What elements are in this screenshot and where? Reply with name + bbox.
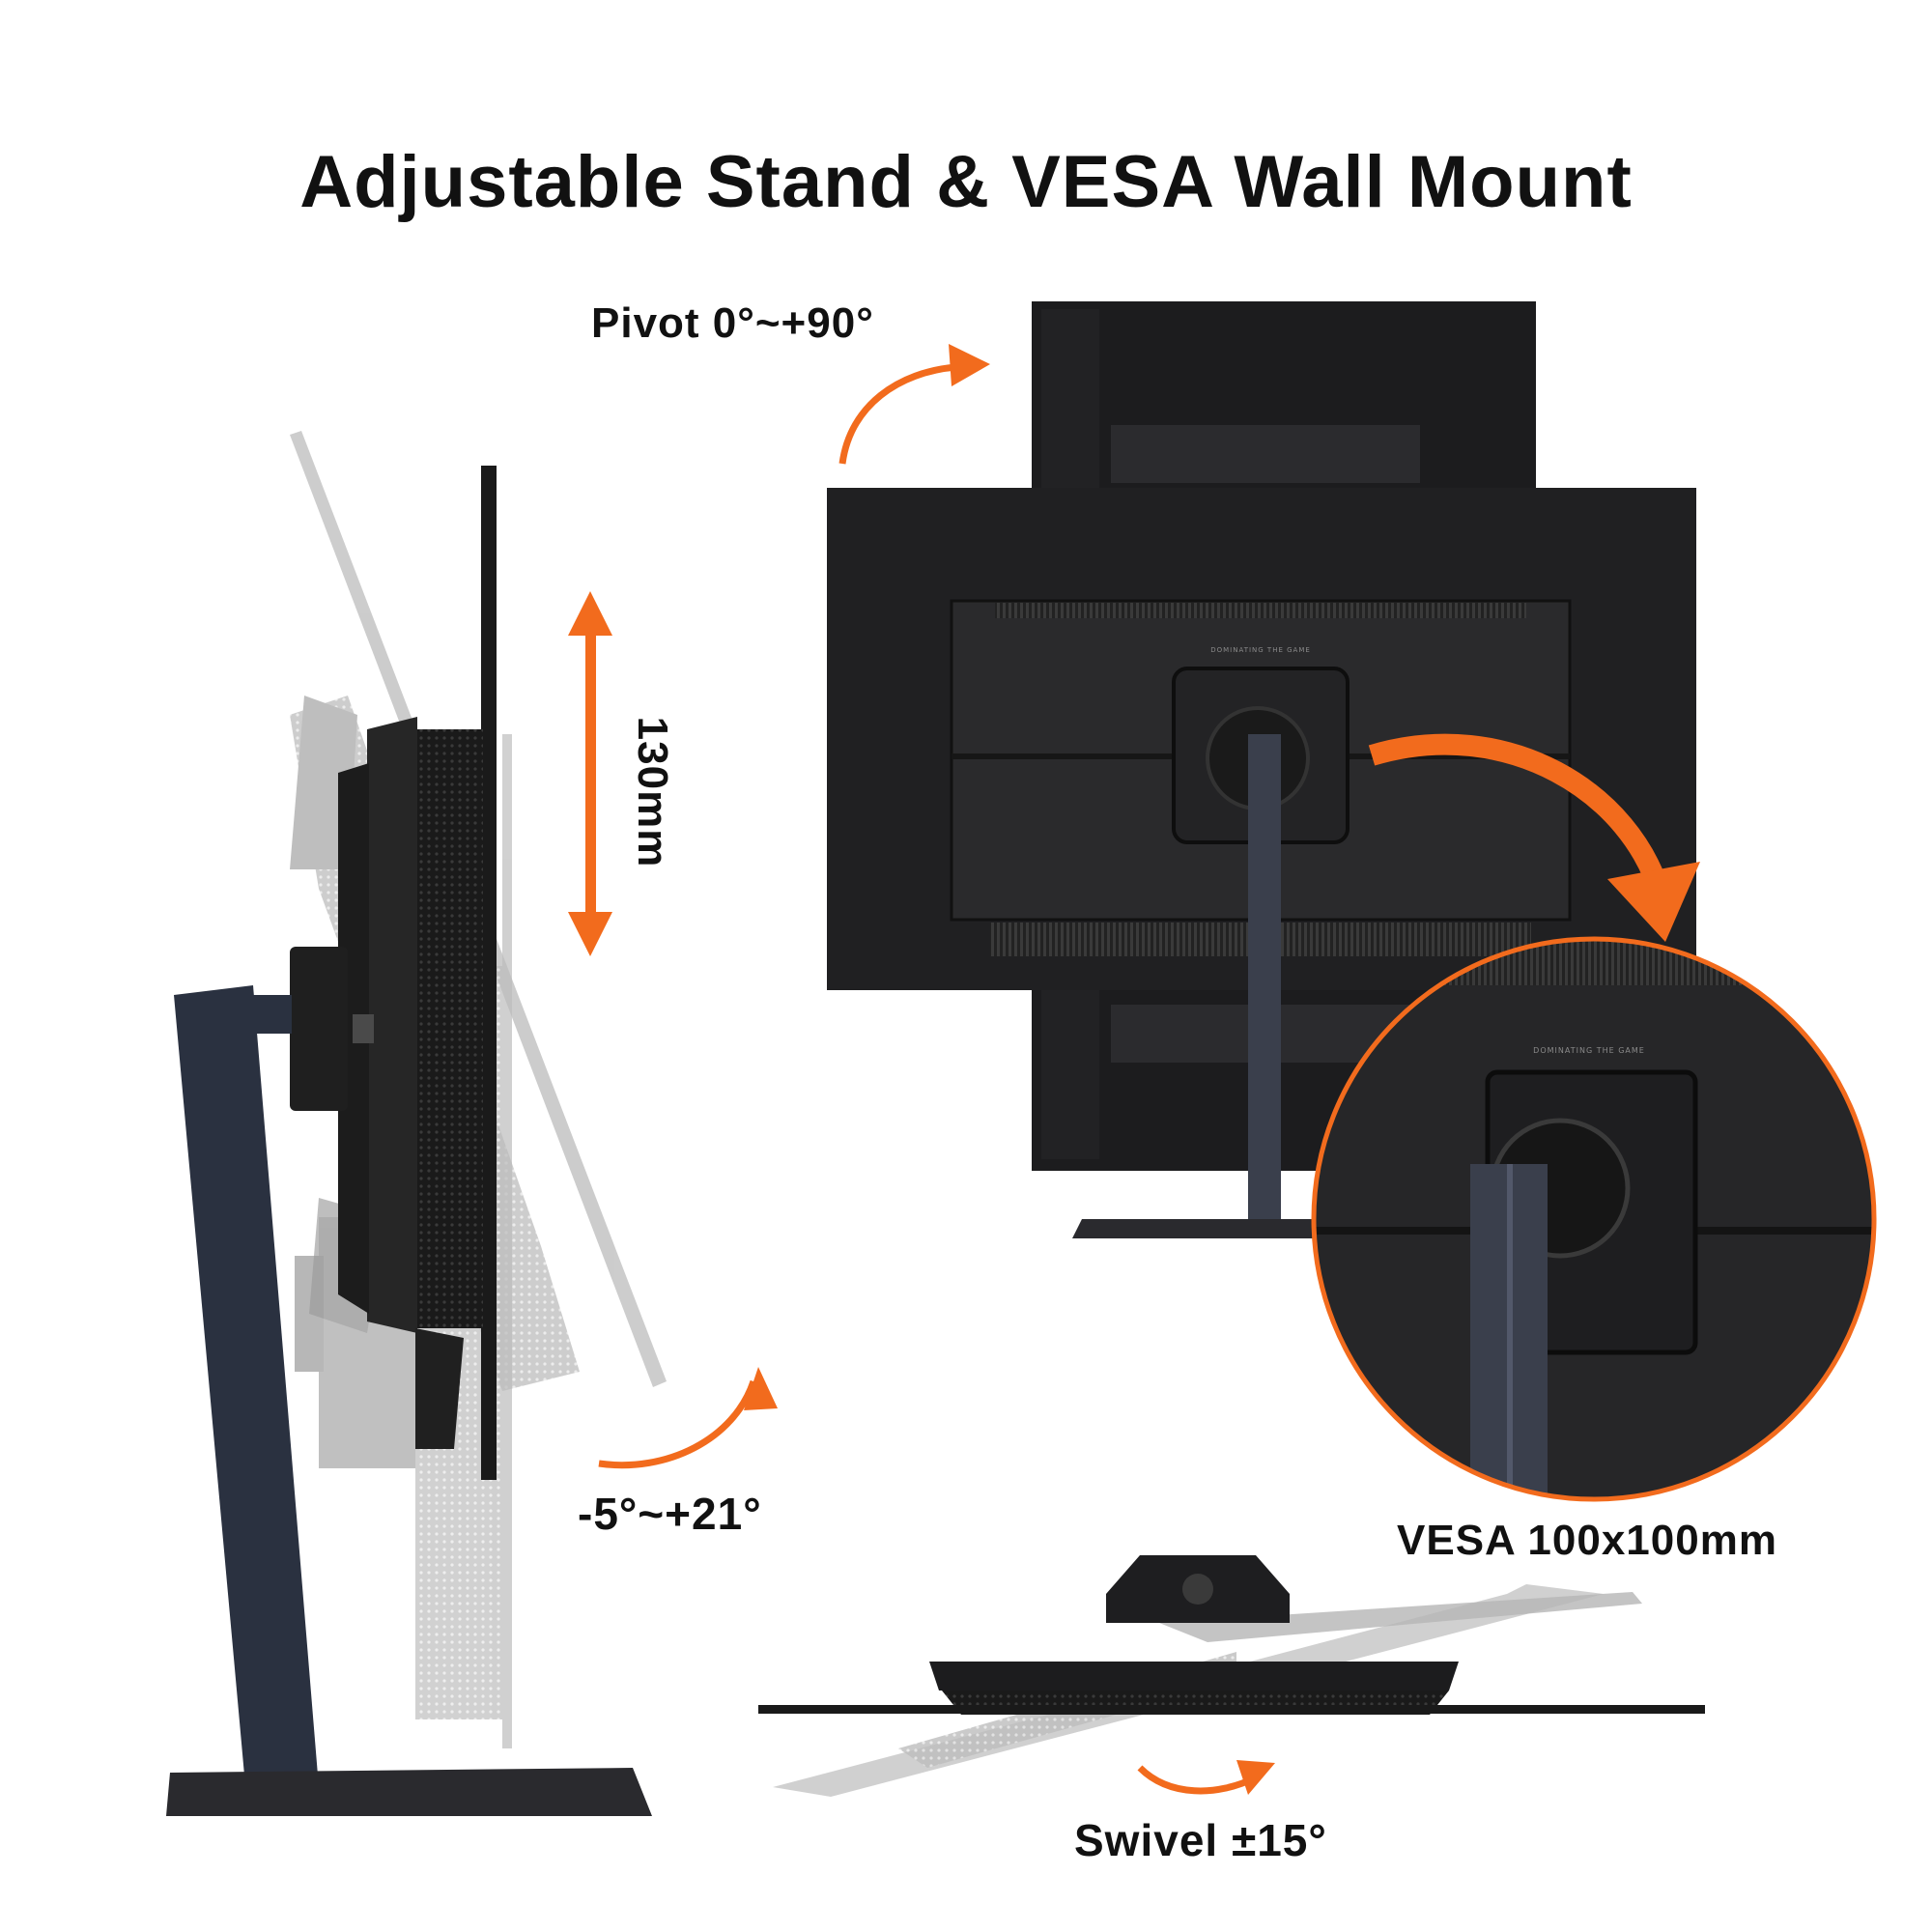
height-label: 130mm [629, 716, 676, 868]
pivot-arrowhead [949, 344, 990, 386]
page-title: Adjustable Stand & VESA Wall Mount [299, 141, 1633, 223]
vesa-zoom-circle: DOMINATING THE GAME [1311, 936, 1877, 1502]
stand-side [166, 985, 652, 1816]
pivot-arrow [838, 363, 957, 465]
zoom-arrow [1368, 733, 1672, 902]
side-view-tilt [166, 431, 778, 1816]
monitor-badge: DOMINATING THE GAME [1210, 646, 1311, 654]
swivel-arrow [1137, 1765, 1258, 1795]
tilt-arrow [598, 1379, 757, 1469]
pivot-label: Pivot 0°~+90° [591, 299, 874, 347]
monitor-top [929, 1662, 1459, 1690]
height-arrow [568, 591, 612, 956]
tilt-label: -5°~+21° [578, 1489, 762, 1539]
tilt-arrowhead [744, 1367, 778, 1410]
monitor-side [290, 466, 497, 1480]
swivel-label: Swivel ±15° [1074, 1815, 1327, 1865]
top-view-swivel [758, 1555, 1705, 1797]
vesa-label: VESA 100x100mm [1397, 1517, 1777, 1564]
rear-view-pivot: DOMINATING THE GAME [827, 301, 1700, 1238]
zoom-badge: DOMINATING THE GAME [1533, 1046, 1645, 1055]
stand-base-front [1072, 1219, 1343, 1238]
zoom-arrowhead [1607, 862, 1700, 942]
stand-column [1248, 734, 1281, 1236]
swivel-arrowhead [1236, 1760, 1275, 1795]
